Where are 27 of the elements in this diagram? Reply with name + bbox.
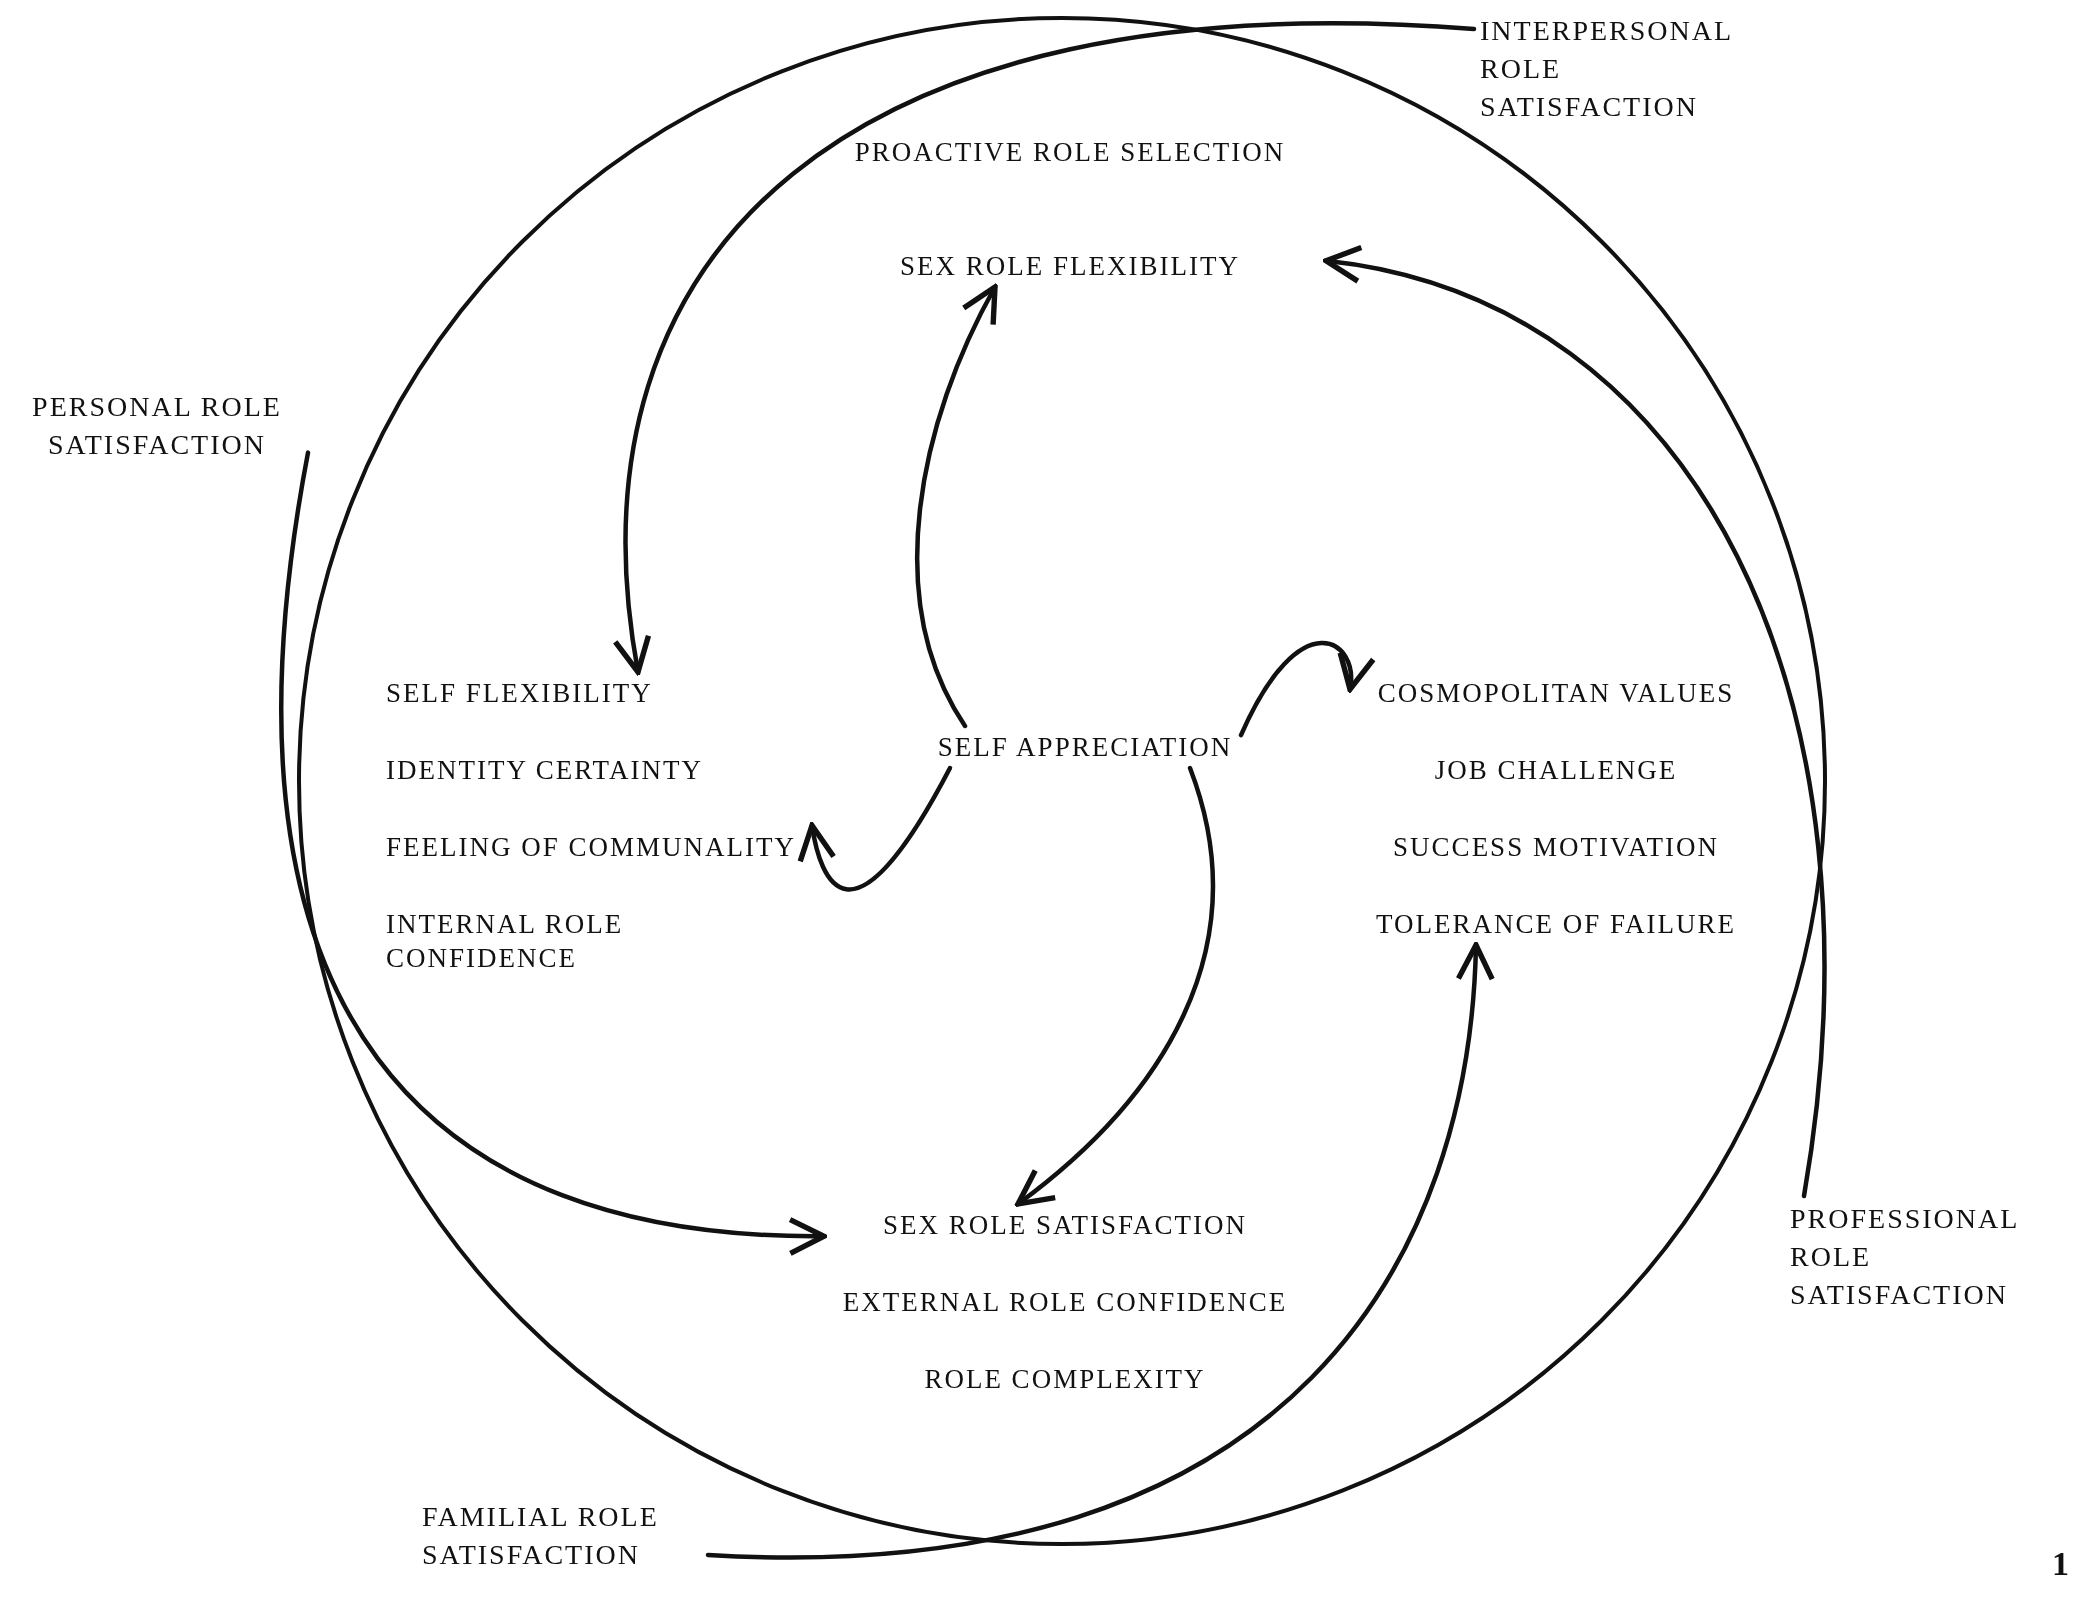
curved-arrow xyxy=(915,284,998,729)
label-text: SELF APPRECIATION xyxy=(935,730,1235,764)
label-text: TOLERANCE OF FAILURE xyxy=(1375,908,1737,941)
curved-arrow xyxy=(1238,640,1373,738)
label-text: INTERPERSONAL ROLE SATISFACTION xyxy=(1480,12,1740,126)
label-text: SEX ROLE SATISFACTION xyxy=(882,1209,1248,1242)
label-text: FAMILIAL ROLE SATISFACTION xyxy=(422,1498,702,1574)
page-number: 1 xyxy=(2052,1545,2071,1583)
curved-arrow xyxy=(279,450,827,1255)
label-text: SUCCESS MOTIVATION xyxy=(1392,831,1720,864)
curved-arrow xyxy=(614,21,1477,675)
label-text: PERSONAL ROLE SATISFACTION xyxy=(12,388,302,464)
curved-arrow xyxy=(1015,765,1215,1207)
label-text: INTERNAL ROLE CONFIDENCE xyxy=(386,908,625,975)
curved-arrow xyxy=(705,942,1494,1559)
curved-arrow xyxy=(1323,247,1827,1199)
label-text: PROACTIVE ROLE SELECTION xyxy=(853,136,1287,169)
label-text: SEX ROLE FLEXIBILITY xyxy=(899,250,1241,283)
label-text: JOB CHALLENGE xyxy=(1433,754,1679,787)
label-text: COSMOPOLITAN VALUES xyxy=(1376,677,1736,710)
label-text: PROFESSIONAL ROLE SATISFACTION xyxy=(1790,1200,2070,1314)
label-text: EXTERNAL ROLE CONFIDENCE xyxy=(841,1286,1289,1319)
curved-arrow xyxy=(798,765,953,892)
label-text: SELF FLEXIBILITY xyxy=(386,677,654,710)
label-text: ROLE COMPLEXITY xyxy=(923,1363,1207,1396)
label-text: FEELING OF COMMUNALITY xyxy=(386,831,797,864)
label-text: IDENTITY CERTAINTY xyxy=(386,754,704,787)
